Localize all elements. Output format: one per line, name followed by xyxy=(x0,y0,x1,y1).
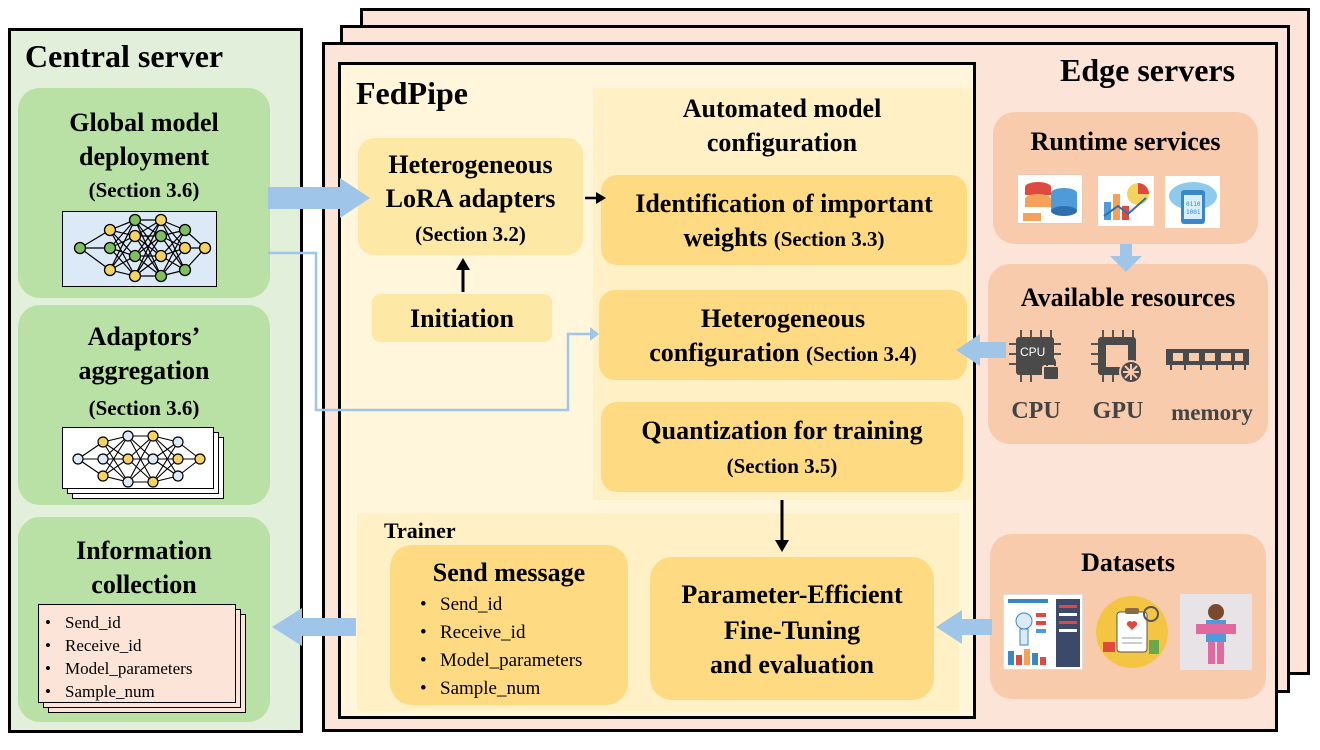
peft-box xyxy=(650,557,934,700)
send-item-model-parameters: Model_parameters xyxy=(414,647,628,675)
send-message-title: Send message xyxy=(432,558,586,587)
heterogeneous-config-box xyxy=(599,290,967,380)
memory-label: memory xyxy=(1171,400,1253,425)
cpu-label: CPU xyxy=(1011,398,1061,424)
central-server-title: Central server xyxy=(25,38,224,74)
analytics-chart-icon xyxy=(1098,176,1154,226)
heterogeneous-lora-box xyxy=(358,138,583,255)
cloud-phone-icon: 0110 1001 xyxy=(1165,176,1220,228)
arrow-global-to-lora xyxy=(268,178,370,218)
heterogeneous-lora-line1: Heterogeneous xyxy=(388,150,553,179)
peft-line1: Parameter-Efficient xyxy=(681,580,903,609)
arrow-send-to-information xyxy=(272,608,356,646)
global-model-line1: Global model xyxy=(69,108,219,137)
identification-box xyxy=(601,175,967,265)
medical-infographic-icon xyxy=(1003,594,1083,670)
heterogeneous-config-section: (Section 3.4) xyxy=(805,342,917,366)
global-model-line2: deployment xyxy=(79,142,209,171)
edge-servers-title: Edge servers xyxy=(1060,52,1236,88)
peft-line3: and evaluation xyxy=(710,650,874,679)
connector-global-to-config xyxy=(268,251,590,412)
datasets-title: Datasets xyxy=(1081,548,1175,577)
identification-weights: weights xyxy=(683,223,768,252)
information-collection-line2: collection xyxy=(91,570,197,599)
runtime-services-title: Runtime services xyxy=(1030,127,1221,156)
cpu-chip-label: CPU xyxy=(1020,345,1046,359)
arrow-datasets-to-peft xyxy=(936,610,992,644)
information-collection-line1: Information xyxy=(76,536,212,565)
global-neural-network-icon xyxy=(62,211,217,287)
heterogeneous-config-line2: configuration (Section 3.4) xyxy=(599,338,967,368)
gpu-icon xyxy=(1089,328,1147,386)
trainer-title: Trainer xyxy=(384,518,456,543)
adaptors-aggregation-line2: aggregation xyxy=(78,356,210,385)
global-model-section: (Section 3.6) xyxy=(88,178,200,202)
quantization-section: (Section 3.5) xyxy=(726,454,838,478)
adapter-neural-network-icon xyxy=(62,427,214,489)
arrowhead-global-to-config xyxy=(590,327,599,341)
info-item-receive-id: Receive_id xyxy=(39,634,235,657)
info-item-send-id: Send_id xyxy=(39,611,235,634)
cpu-icon xyxy=(1007,328,1065,386)
available-resources-title: Available resources xyxy=(1020,283,1236,312)
automated-config-title-line1: Automated model xyxy=(682,94,882,123)
identification-line2: weights (Section 3.3) xyxy=(601,223,967,253)
initiation-label: Initiation xyxy=(409,304,515,333)
adaptors-aggregation-line1: Adaptors’ xyxy=(87,322,201,351)
send-message-list: Send_id Receive_id Model_parameters Samp… xyxy=(414,591,628,703)
info-item-model-parameters: Model_parameters xyxy=(39,657,235,680)
adapter-network-graph xyxy=(72,430,206,488)
info-item-sample-num: Sample_num xyxy=(39,680,235,703)
identification-section: (Section 3.3) xyxy=(773,227,885,251)
initiation-box xyxy=(372,294,552,342)
automated-config-title-line2: configuration xyxy=(706,128,858,157)
database-icon xyxy=(1017,174,1083,224)
clipboard-icon xyxy=(1093,594,1171,670)
send-item-sample-num: Sample_num xyxy=(414,675,628,703)
quantization-line1: Quantization for training xyxy=(641,416,923,445)
send-item-receive-id: Receive_id xyxy=(414,619,628,647)
heterogeneous-lora-line2: LoRA adapters xyxy=(385,184,556,213)
information-collection-list: Send_id Receive_id Model_parameters Samp… xyxy=(38,604,236,703)
arrow-resources-to-config xyxy=(956,334,1006,366)
memory-icon xyxy=(1165,345,1250,371)
svg-text:0110: 0110 xyxy=(1186,201,1201,208)
adaptors-aggregation-section: (Section 3.6) xyxy=(88,396,200,420)
svg-text:1001: 1001 xyxy=(1186,209,1201,216)
heterogeneous-config-line1: Heterogeneous xyxy=(700,304,866,333)
quantization-box xyxy=(601,402,963,492)
heterogeneous-lora-section: (Section 3.2) xyxy=(415,222,526,246)
arrow-runtime-to-resources xyxy=(1110,244,1142,272)
heterogeneous-config-word: configuration xyxy=(649,338,800,367)
gpu-label: GPU xyxy=(1092,398,1144,424)
send-item-send-id: Send_id xyxy=(414,591,628,619)
identification-line1: Identification of important xyxy=(635,189,933,218)
fedpipe-title: FedPipe xyxy=(356,75,468,111)
person-photo-icon xyxy=(1180,594,1252,670)
neural-network-graph xyxy=(73,213,212,283)
peft-line2: Fine-Tuning xyxy=(723,616,861,645)
